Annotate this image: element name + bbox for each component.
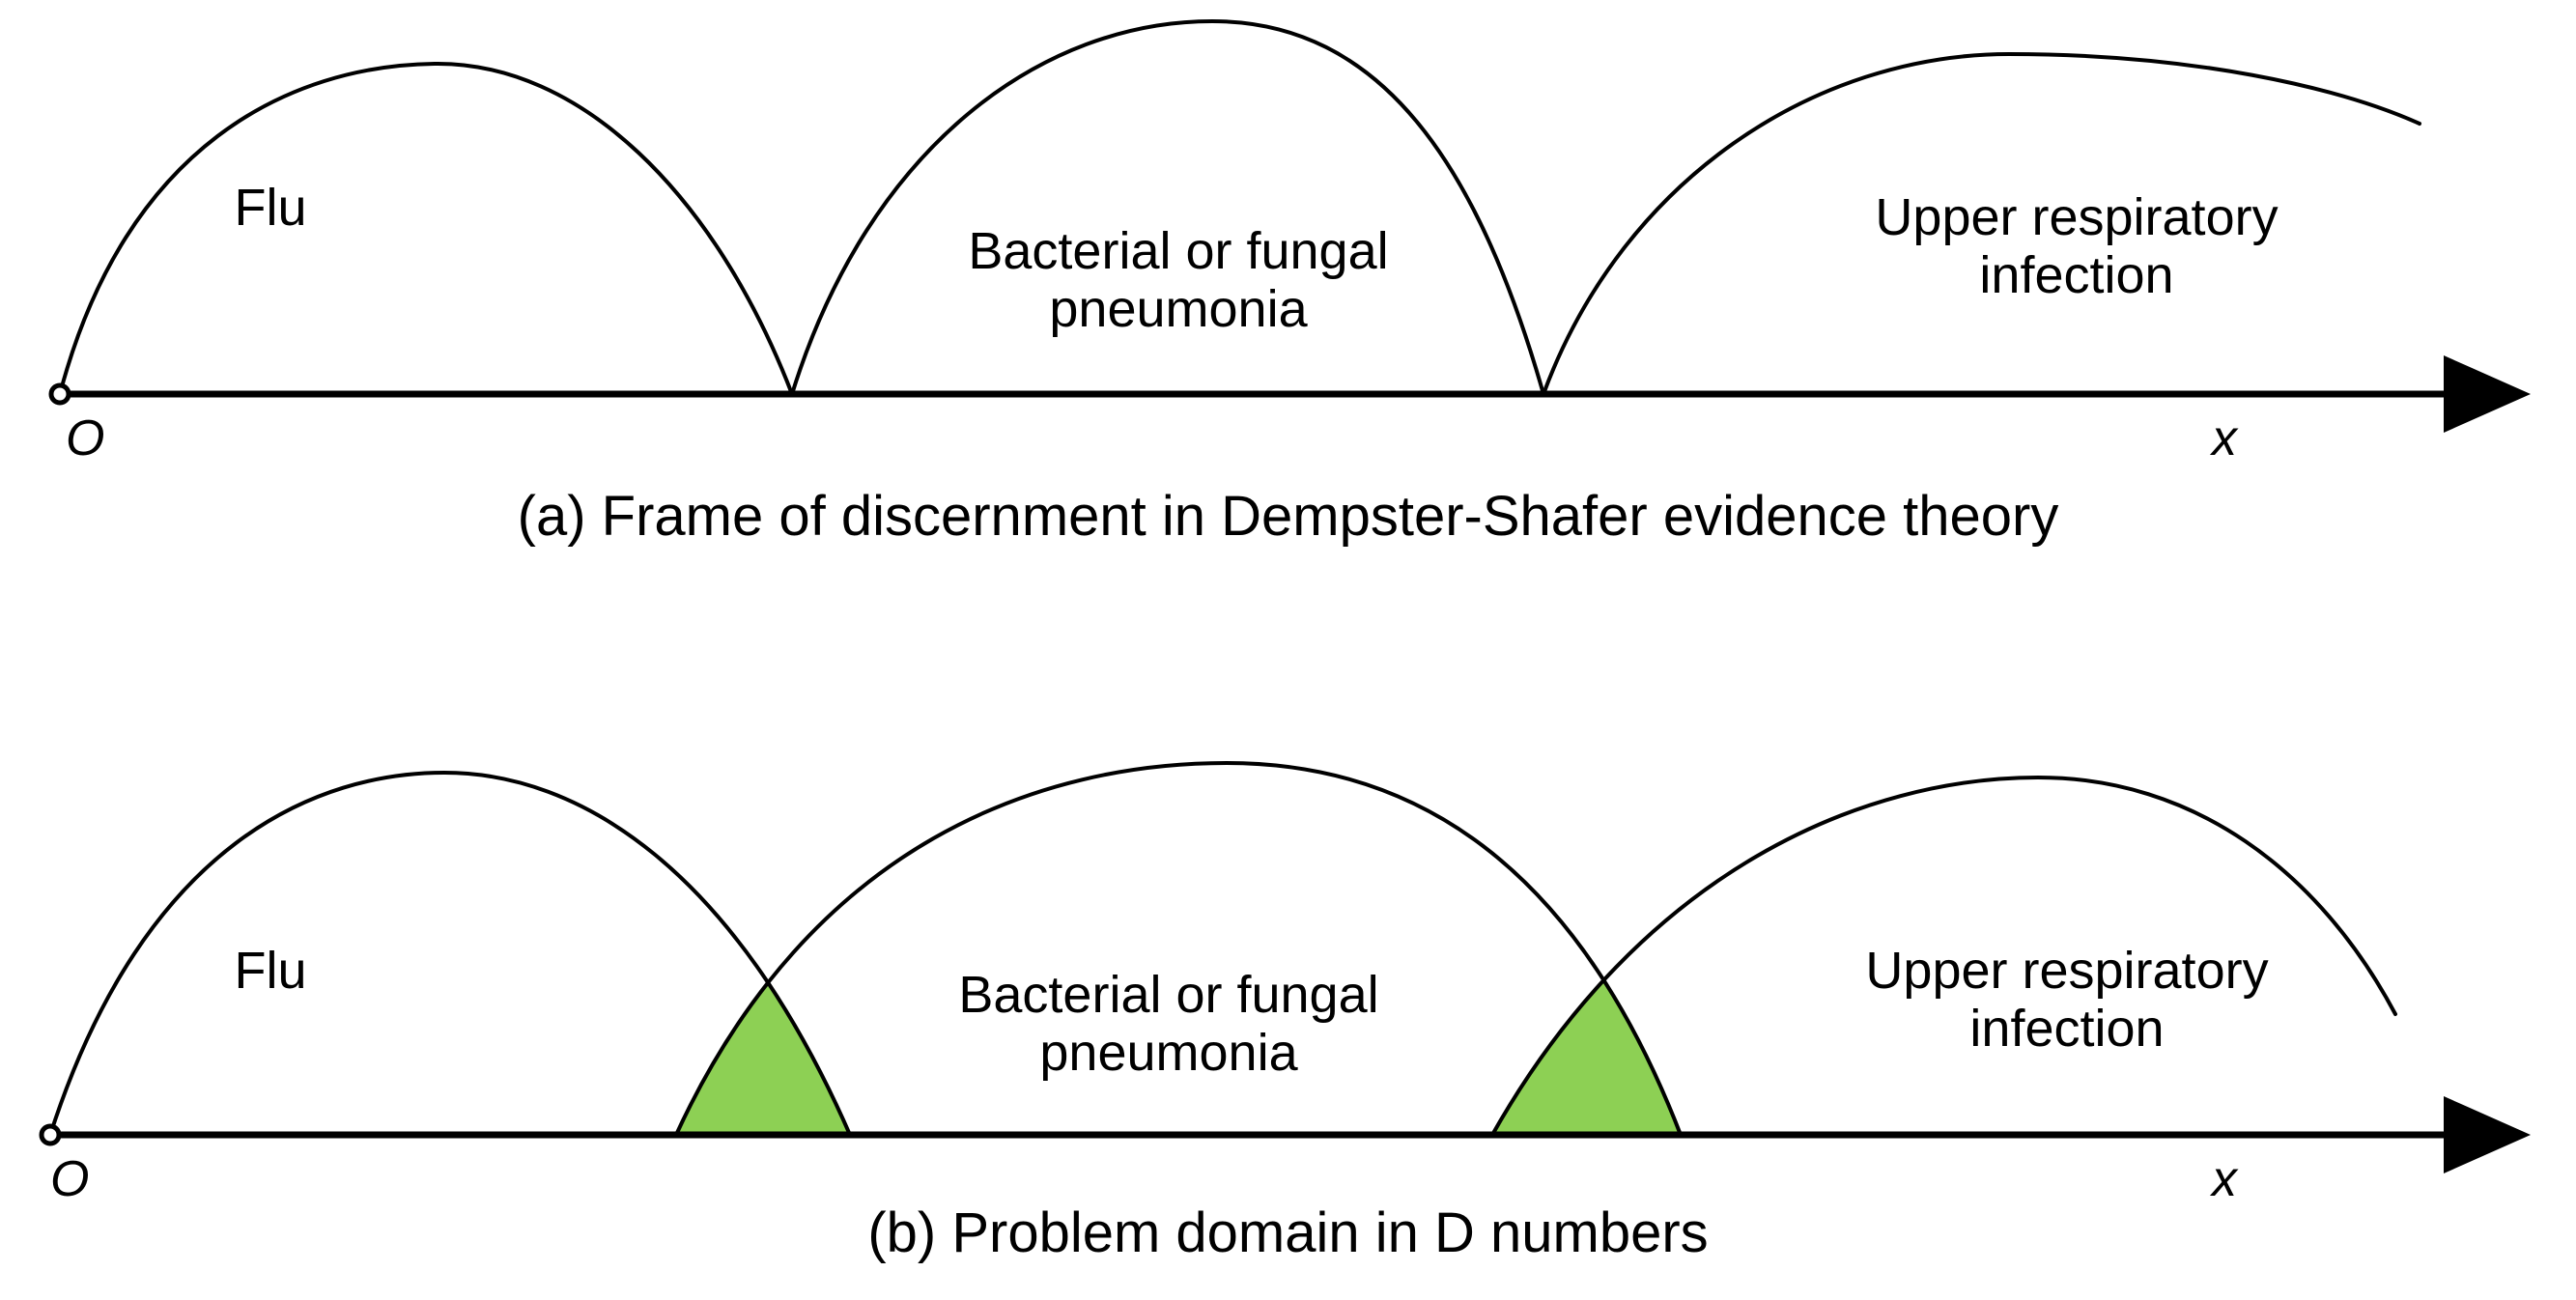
arch-b-pneumonia bbox=[674, 760, 1683, 1137]
axis-arrow-a bbox=[2444, 355, 2531, 433]
panel-a-graphics bbox=[48, 18, 2531, 433]
origin-dot-b bbox=[39, 1123, 62, 1146]
origin-dot-a bbox=[48, 382, 71, 406]
arch-a-uri bbox=[1542, 51, 2421, 396]
arch-a-pneumonia bbox=[790, 18, 1545, 396]
axis-arrow-b bbox=[2444, 1096, 2531, 1173]
panel-b-graphics bbox=[39, 760, 2531, 1173]
arch-b-uri bbox=[1490, 775, 2397, 1137]
overlap-wedge-pneumonia-uri bbox=[1492, 777, 1681, 1135]
arch-b-flu bbox=[48, 770, 852, 1137]
arch-a-flu bbox=[58, 61, 794, 396]
